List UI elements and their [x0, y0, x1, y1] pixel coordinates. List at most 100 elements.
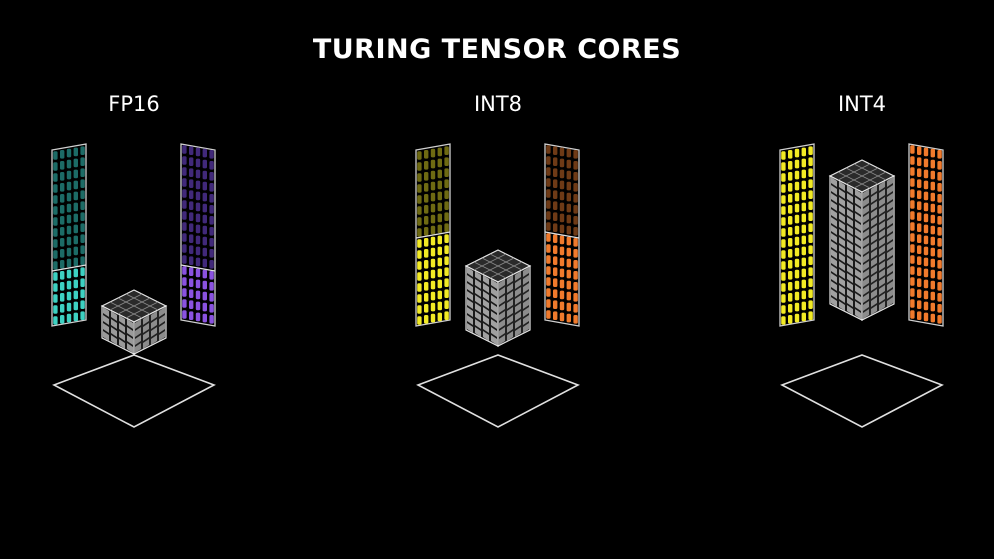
- matrix-cell: [559, 246, 565, 256]
- matrix-cell: [53, 272, 58, 281]
- matrix-cell: [202, 236, 207, 246]
- cube-cell: [499, 303, 505, 313]
- matrix-cell: [189, 278, 194, 287]
- matrix-cell: [195, 147, 201, 157]
- cube-cell: [879, 253, 885, 263]
- matrix-cell: [53, 316, 58, 325]
- matrix-cell: [559, 235, 565, 245]
- matrix-cell: [182, 189, 187, 198]
- matrix-cell: [444, 212, 449, 221]
- cube-cell: [831, 225, 837, 235]
- cube-cell: [847, 209, 853, 219]
- cube-cell: [879, 197, 885, 207]
- matrix-cell: [781, 173, 786, 182]
- matrix-cell: [66, 203, 72, 213]
- matrix-cell: [53, 239, 58, 248]
- cube-cell: [831, 217, 837, 227]
- matrix-cell: [808, 300, 813, 309]
- matrix-cell: [923, 147, 929, 157]
- cube-cell: [863, 309, 869, 319]
- cube-cell: [507, 275, 513, 285]
- matrix-cell: [808, 179, 813, 188]
- matrix-cell: [66, 258, 72, 268]
- cube-cell: [507, 323, 513, 333]
- matrix-cell: [417, 184, 422, 193]
- matrix-cell: [801, 257, 806, 267]
- matrix-cell: [917, 289, 922, 298]
- matrix-cell: [73, 169, 78, 179]
- matrix-cell: [444, 190, 449, 199]
- matrix-cell: [794, 302, 800, 312]
- int4-accumulator-cube: [828, 159, 896, 321]
- matrix-cell: [930, 236, 935, 246]
- matrix-cell: [573, 293, 578, 302]
- cube-cell: [855, 221, 861, 231]
- cube-cell: [839, 253, 845, 263]
- matrix-cell: [808, 289, 813, 298]
- cube-cell: [499, 287, 505, 297]
- cube-cell: [483, 299, 489, 309]
- matrix-cell: [437, 213, 442, 223]
- matrix-cell: [566, 159, 571, 169]
- matrix-cell: [430, 258, 436, 268]
- matrix-cell: [930, 170, 935, 180]
- matrix-cell: [80, 234, 85, 243]
- cube-cell: [855, 285, 861, 295]
- cube-cell: [855, 237, 861, 247]
- cube-cell: [863, 269, 869, 279]
- cube-cell: [499, 295, 505, 305]
- matrix-cell: [566, 302, 571, 312]
- matrix-cell: [430, 236, 436, 246]
- matrix-cell: [573, 172, 578, 181]
- matrix-cell: [80, 190, 85, 199]
- matrix-cell: [546, 233, 551, 242]
- matrix-cell: [788, 282, 793, 291]
- matrix-cell: [60, 282, 65, 291]
- cube-cell: [887, 257, 893, 267]
- matrix-cell: [546, 200, 551, 209]
- matrix-cell: [195, 268, 201, 278]
- matrix-cell: [553, 256, 558, 265]
- matrix-cell: [781, 239, 786, 248]
- matrix-cell: [923, 290, 929, 300]
- cube-cell: [111, 335, 117, 345]
- cube-cell: [879, 261, 885, 271]
- matrix-cell: [546, 277, 551, 286]
- matrix-cell: [53, 261, 58, 270]
- matrix-cell: [73, 213, 78, 223]
- matrix-cell: [202, 148, 207, 158]
- matrix-cell: [788, 260, 793, 269]
- cube-cell: [847, 201, 853, 211]
- matrix-cell: [573, 249, 578, 258]
- cube-cell: [855, 253, 861, 263]
- matrix-cell: [430, 269, 436, 279]
- matrix-cell: [424, 150, 429, 159]
- cube-cell: [839, 221, 845, 231]
- matrix-cell: [917, 157, 922, 166]
- cube-cell: [855, 269, 861, 279]
- matrix-cell: [559, 279, 565, 289]
- cube-cell: [847, 265, 853, 275]
- matrix-cell: [209, 183, 214, 192]
- cube-cell: [507, 331, 513, 341]
- matrix-cell: [202, 225, 207, 235]
- cube-cell: [855, 197, 861, 207]
- cube-cell: [855, 301, 861, 311]
- matrix-cell: [808, 201, 813, 210]
- matrix-cell: [73, 246, 78, 256]
- matrix-cell: [444, 267, 449, 276]
- matrix-cell: [60, 150, 65, 159]
- cube-cell: [839, 181, 845, 191]
- matrix-cell: [73, 268, 78, 278]
- matrix-cell: [73, 290, 78, 300]
- matrix-cell: [781, 228, 786, 237]
- matrix-cell: [781, 206, 786, 215]
- matrix-cell: [910, 222, 915, 231]
- cube-cell: [523, 299, 529, 309]
- cube-cell: [467, 299, 473, 309]
- cube-cell: [855, 293, 861, 303]
- matrix-cell: [573, 238, 578, 247]
- cube-cell: [103, 315, 109, 325]
- cube-cell: [847, 193, 853, 203]
- fp16-label: FP16: [108, 92, 160, 116]
